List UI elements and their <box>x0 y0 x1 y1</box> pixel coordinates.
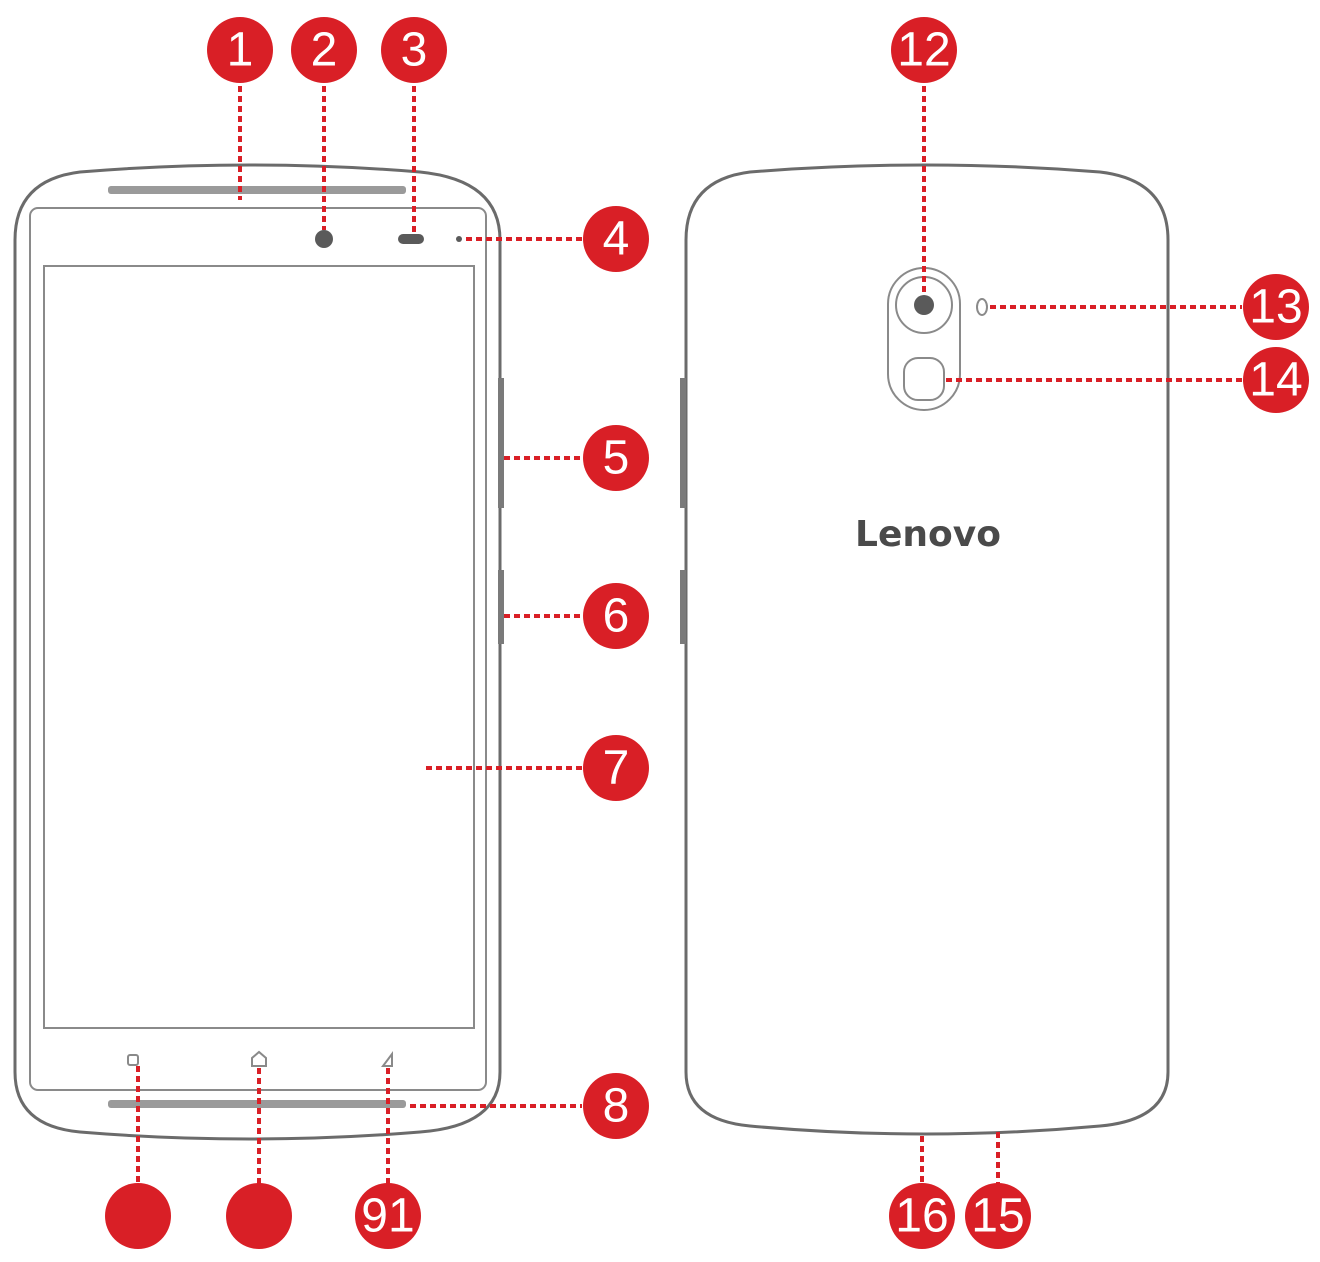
front-view <box>13 163 504 1141</box>
svg-text:2: 2 <box>311 24 338 77</box>
callout-13: 13 <box>1243 274 1309 340</box>
notification-light-icon <box>456 236 462 242</box>
callout-16: 16 <box>889 1183 955 1249</box>
top-speaker-grille <box>108 186 406 194</box>
rear-camera-icon <box>914 295 934 315</box>
fingerprint-sensor-icon <box>903 357 945 401</box>
svg-text:5: 5 <box>603 432 630 485</box>
front-camera-icon <box>315 230 333 248</box>
callout-5: 5 <box>583 425 649 491</box>
callout-2: 2 <box>291 17 357 83</box>
power-button <box>498 570 504 644</box>
svg-text:6: 6 <box>603 590 630 643</box>
home-key-icon <box>251 1050 267 1067</box>
svg-text:1: 1 <box>227 24 254 77</box>
flash-icon <box>976 298 988 316</box>
svg-text:7: 7 <box>603 742 630 795</box>
callout-12: 12 <box>891 17 957 83</box>
callout-7: 7 <box>583 735 649 801</box>
callout-9 <box>105 1183 171 1249</box>
leader-lines <box>136 86 1242 1186</box>
front-phone-body <box>13 163 502 1141</box>
callout-1: 1 <box>207 17 273 83</box>
callout-3: 3 <box>381 17 447 83</box>
back-key-icon <box>381 1051 393 1067</box>
svg-text:15: 15 <box>971 1190 1024 1243</box>
svg-text:3: 3 <box>401 24 428 77</box>
svg-text:91: 91 <box>361 1190 414 1243</box>
callout-11: 91 <box>355 1183 421 1249</box>
back-view: Lenovo <box>680 163 1170 1136</box>
callout-15: 15 <box>965 1183 1031 1249</box>
svg-text:12: 12 <box>897 24 950 77</box>
callout-4: 4 <box>583 206 649 272</box>
svg-text:16: 16 <box>895 1190 948 1243</box>
callout-14: 14 <box>1243 347 1309 413</box>
back-phone-body <box>684 163 1170 1136</box>
recent-apps-key-icon <box>127 1054 139 1066</box>
callouts: 1 2 3 4 5 6 7 8 <box>105 17 1309 1249</box>
svg-text:4: 4 <box>603 213 630 266</box>
proximity-sensor-icon <box>398 234 424 244</box>
display-screen <box>43 265 475 1029</box>
callout-8: 8 <box>583 1073 649 1139</box>
svg-text:13: 13 <box>1249 281 1302 334</box>
back-power-button <box>680 570 686 644</box>
back-volume-button <box>680 378 686 508</box>
volume-button <box>498 378 504 508</box>
svg-text:8: 8 <box>603 1080 630 1133</box>
front-glass <box>29 207 487 1091</box>
svg-text:14: 14 <box>1249 354 1302 407</box>
callout-10 <box>226 1183 292 1249</box>
brand-logo: Lenovo <box>855 514 1001 555</box>
callout-6: 6 <box>583 583 649 649</box>
